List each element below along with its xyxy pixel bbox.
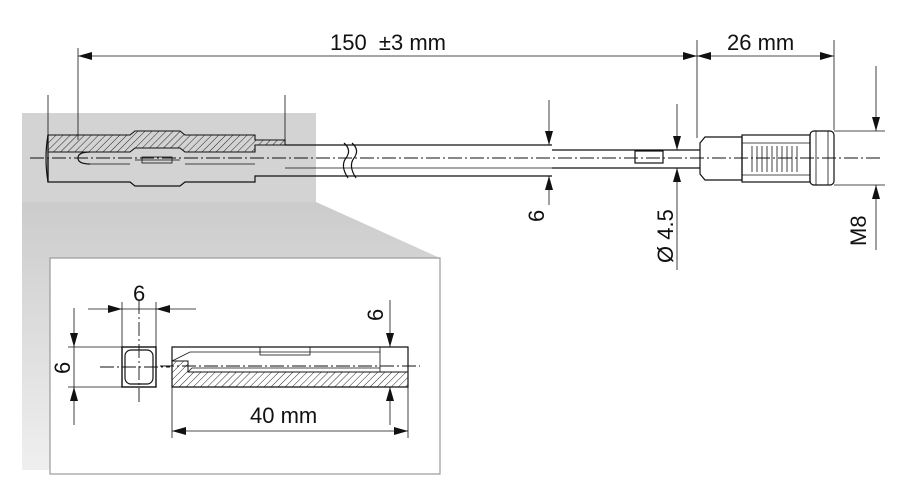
detail-side-height-label: 6	[363, 309, 388, 321]
dim-tube-height: 6	[524, 100, 553, 222]
dim-connector-length: 26 mm	[697, 30, 835, 130]
dim-rod-diameter: Ø 4.5	[653, 104, 681, 270]
rod-diameter-label: Ø 4.5	[653, 209, 678, 263]
dim-overall-length: 150 ±3 mm	[77, 30, 698, 140]
dim-thread: M8	[834, 66, 885, 250]
highlight-panel	[22, 113, 316, 202]
thread-label: M8	[846, 215, 871, 246]
overall-length-label: 150 ±3 mm	[330, 30, 446, 55]
sensor-main-view	[30, 130, 880, 187]
detail-length-label: 40 mm	[250, 403, 317, 428]
detail-width-label: 6	[133, 281, 145, 306]
detail-height-label: 6	[50, 362, 75, 374]
detail-funnel	[22, 202, 440, 475]
connector-length-label: 26 mm	[727, 30, 794, 55]
knurl-pattern	[751, 146, 798, 172]
tube-height-label: 6	[524, 210, 549, 222]
m8-connector	[699, 136, 743, 181]
detail-view: 6 6 6 40 mm	[50, 281, 420, 438]
